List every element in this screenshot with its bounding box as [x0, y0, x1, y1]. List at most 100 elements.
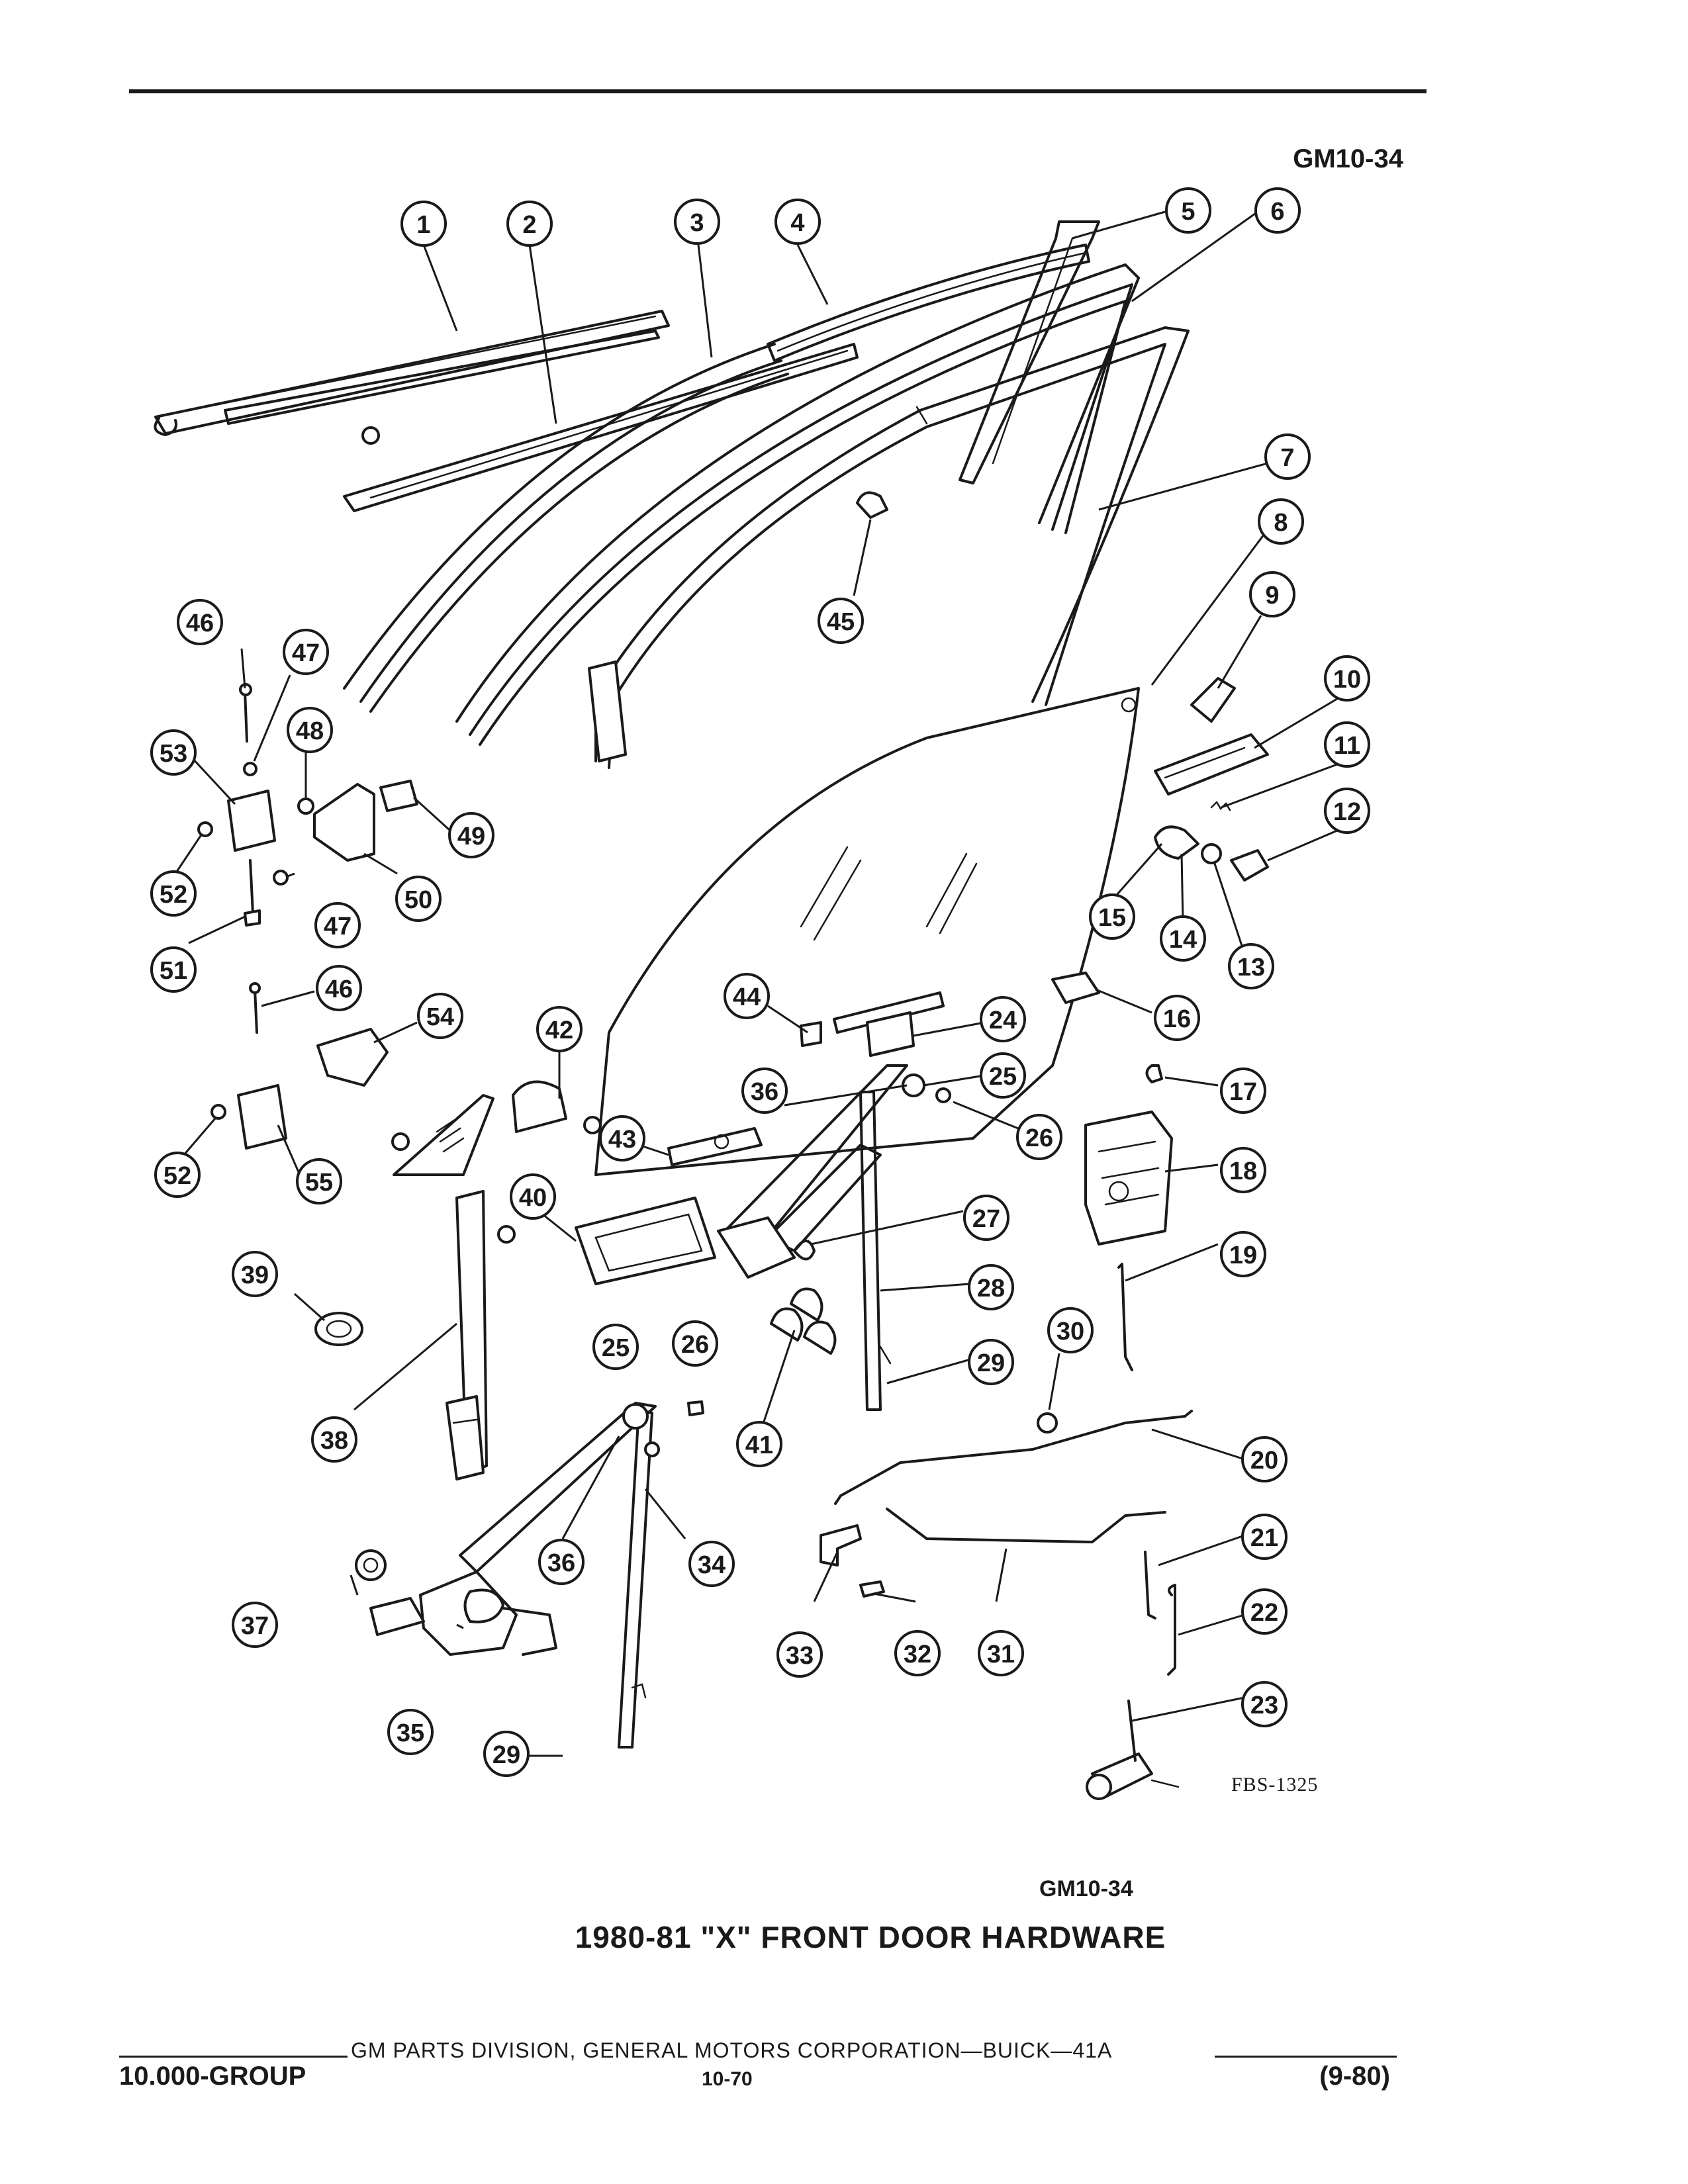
svg-text:36: 36 — [547, 1549, 575, 1577]
svg-text:3: 3 — [690, 209, 704, 237]
svg-text:42: 42 — [545, 1017, 573, 1044]
callout-48: 48 — [287, 707, 333, 753]
callout-33: 33 — [776, 1631, 823, 1678]
part-12-plate — [1230, 849, 1269, 882]
part-37-gear — [355, 1549, 387, 1581]
callout-7: 7 — [1264, 433, 1311, 480]
callout-3: 3 — [674, 199, 720, 245]
part-4-weatherstrip — [767, 244, 1090, 362]
callout-31: 31 — [978, 1630, 1024, 1676]
part-23-actuator — [1086, 1700, 1180, 1800]
part-55-hinge — [237, 1084, 287, 1150]
callout-21: 21 — [1241, 1514, 1288, 1560]
part-24-sash — [833, 991, 945, 1057]
part-47-nut — [243, 762, 289, 886]
callout-46b: 46 — [316, 965, 362, 1011]
callout-20: 20 — [1241, 1436, 1288, 1482]
callout-36b: 36 — [741, 1068, 788, 1114]
svg-text:47: 47 — [324, 913, 352, 940]
part-31-rod — [886, 1508, 1166, 1543]
callout-12: 12 — [1324, 788, 1370, 834]
callout-15: 15 — [1089, 893, 1135, 940]
svg-text:13: 13 — [1237, 954, 1265, 981]
svg-text:53: 53 — [160, 740, 187, 768]
callout-53: 53 — [150, 729, 197, 776]
figure-title: 1980-81 "X" FRONT DOOR HARDWARE — [575, 1920, 1166, 1954]
part-41-pivot — [770, 1287, 837, 1355]
svg-text:25: 25 — [602, 1334, 630, 1362]
part-39-grommet — [314, 1312, 363, 1346]
svg-text:36: 36 — [751, 1078, 778, 1106]
svg-text:46: 46 — [325, 976, 353, 1003]
part-19-rod — [1117, 1263, 1133, 1371]
part-5-channel — [959, 220, 1100, 484]
callout-47: 47 — [283, 629, 329, 675]
callout-19: 19 — [1220, 1231, 1266, 1277]
callout-45: 45 — [818, 598, 864, 644]
part-25-26-roller — [902, 1073, 951, 1103]
callout-37: 37 — [232, 1602, 278, 1648]
part-46-bolt — [239, 683, 261, 1034]
svg-text:51: 51 — [160, 957, 187, 985]
svg-text:38: 38 — [320, 1427, 348, 1455]
callout-35: 35 — [387, 1709, 434, 1755]
svg-text:52: 52 — [160, 881, 187, 909]
callout-25: 25 — [980, 1052, 1026, 1099]
drawing-code: FBS-1325 — [1231, 1774, 1319, 1796]
svg-text:16: 16 — [1163, 1005, 1191, 1033]
callout-17: 17 — [1220, 1068, 1266, 1114]
callout-54: 54 — [417, 993, 463, 1039]
footer-division: GM PARTS DIVISION, GENERAL MOTORS CORPOR… — [351, 2038, 1113, 2062]
part-regulator-lower — [369, 1400, 704, 1749]
footer-date: (9-80) — [1319, 2062, 1390, 2091]
part-44-clip — [800, 1021, 822, 1047]
part-42-bezel — [512, 1080, 602, 1134]
callout-26b: 26 — [672, 1320, 718, 1367]
callout-32: 32 — [894, 1630, 941, 1676]
callouts: 1 2 3 4 5 6 7 8 9 10 11 12 13 14 15 16 1… — [150, 187, 1370, 1777]
callout-49: 49 — [448, 812, 494, 858]
svg-text:37: 37 — [241, 1612, 269, 1640]
svg-text:45: 45 — [827, 608, 855, 636]
callout-6: 6 — [1254, 187, 1301, 234]
svg-text:55: 55 — [305, 1169, 333, 1197]
svg-text:44: 44 — [733, 983, 761, 1011]
part-22-rod — [1167, 1584, 1176, 1676]
svg-text:6: 6 — [1270, 198, 1284, 226]
callout-29b: 29 — [483, 1731, 530, 1777]
callout-26: 26 — [1016, 1114, 1062, 1160]
svg-text:18: 18 — [1229, 1158, 1257, 1185]
callout-34: 34 — [688, 1541, 735, 1587]
footer-division-line: GM PARTS DIVISION, GENERAL MOTORS CORPOR… — [119, 2038, 1397, 2068]
svg-text:4: 4 — [790, 209, 804, 237]
callout-44: 44 — [724, 973, 770, 1019]
callout-36: 36 — [538, 1539, 585, 1585]
svg-text:41: 41 — [745, 1432, 773, 1459]
callout-14: 14 — [1160, 915, 1206, 962]
callout-38: 38 — [311, 1416, 357, 1463]
callout-2: 2 — [506, 201, 553, 247]
svg-text:10: 10 — [1333, 666, 1361, 694]
callout-55: 55 — [296, 1158, 342, 1205]
callout-10: 10 — [1324, 655, 1370, 702]
svg-text:35: 35 — [397, 1719, 424, 1747]
footer-rule-left — [119, 2056, 348, 2058]
top-rule — [129, 89, 1427, 93]
svg-text:25: 25 — [989, 1063, 1017, 1091]
svg-text:47: 47 — [292, 639, 320, 667]
svg-text:46: 46 — [186, 610, 214, 637]
part-1-molding — [154, 310, 670, 445]
svg-text:39: 39 — [241, 1261, 269, 1289]
part-13-washer — [1201, 843, 1222, 864]
callout-4: 4 — [774, 199, 821, 245]
svg-text:7: 7 — [1280, 444, 1294, 472]
callout-52b: 52 — [154, 1152, 201, 1198]
part-30-nut — [1037, 1412, 1058, 1433]
part-6-frame — [455, 263, 1140, 746]
callout-46: 46 — [177, 599, 223, 645]
svg-text:31: 31 — [987, 1641, 1015, 1668]
part-53-hinge — [227, 790, 276, 852]
callout-5: 5 — [1165, 187, 1211, 234]
